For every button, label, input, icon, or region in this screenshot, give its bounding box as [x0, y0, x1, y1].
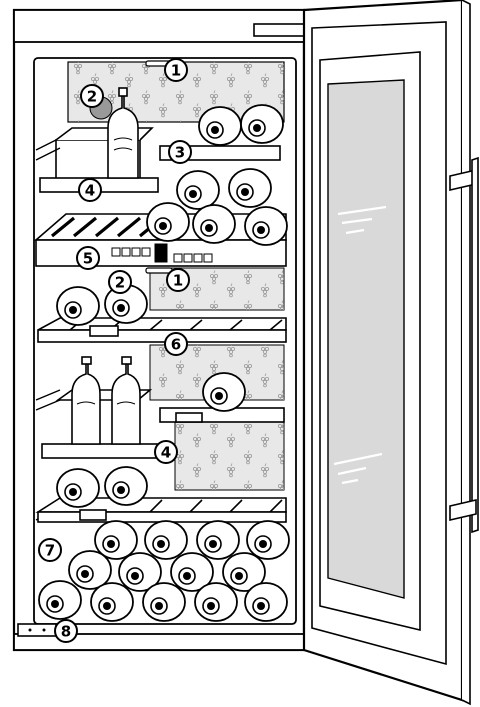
callout-6: 6: [165, 333, 187, 355]
bottle-end: [57, 469, 99, 507]
bottle-end: [177, 171, 219, 209]
svg-text:1: 1: [171, 62, 181, 80]
callout-1-middle: 1: [167, 269, 189, 291]
svg-text:2: 2: [87, 88, 97, 106]
bottle-end: [105, 467, 147, 505]
bottle-end: [39, 581, 81, 619]
door-glass: [328, 80, 404, 598]
callout-2-top: 2: [81, 85, 103, 107]
callout-3: 3: [169, 141, 191, 163]
drawer-handle: [18, 624, 56, 636]
bottle-end: [57, 287, 99, 325]
bottle-end: [203, 373, 245, 411]
callout-8: 8: [55, 620, 77, 642]
svg-text:4: 4: [161, 444, 171, 462]
bottle-end: [245, 583, 287, 621]
svg-text:6: 6: [171, 336, 181, 354]
bottle-end: [241, 105, 283, 143]
bottle-end: [143, 583, 185, 621]
bottle-end: [229, 169, 271, 207]
svg-text:5: 5: [83, 250, 93, 268]
svg-text:8: 8: [61, 623, 71, 641]
svg-text:4: 4: [85, 182, 95, 200]
bottle-end: [245, 207, 287, 245]
svg-text:1: 1: [173, 272, 183, 290]
svg-text:2: 2: [115, 274, 125, 292]
bottle-end: [197, 521, 239, 559]
svg-text:3: 3: [175, 144, 185, 162]
callout-1-top: 1: [165, 59, 187, 81]
callout-2-middle: 2: [109, 271, 131, 293]
bottle-end: [147, 203, 189, 241]
callout-4-top: 4: [79, 179, 101, 201]
callout-7: 7: [39, 539, 61, 561]
svg-text:7: 7: [45, 542, 55, 560]
bottle-end: [193, 205, 235, 243]
bottle-end: [247, 521, 289, 559]
bottle-end: [145, 521, 187, 559]
bottle-end: [91, 583, 133, 621]
bottle-end: [199, 107, 241, 145]
bottle-end: [195, 583, 237, 621]
callout-5: 5: [77, 247, 99, 269]
callout-4-lower: 4: [155, 441, 177, 463]
